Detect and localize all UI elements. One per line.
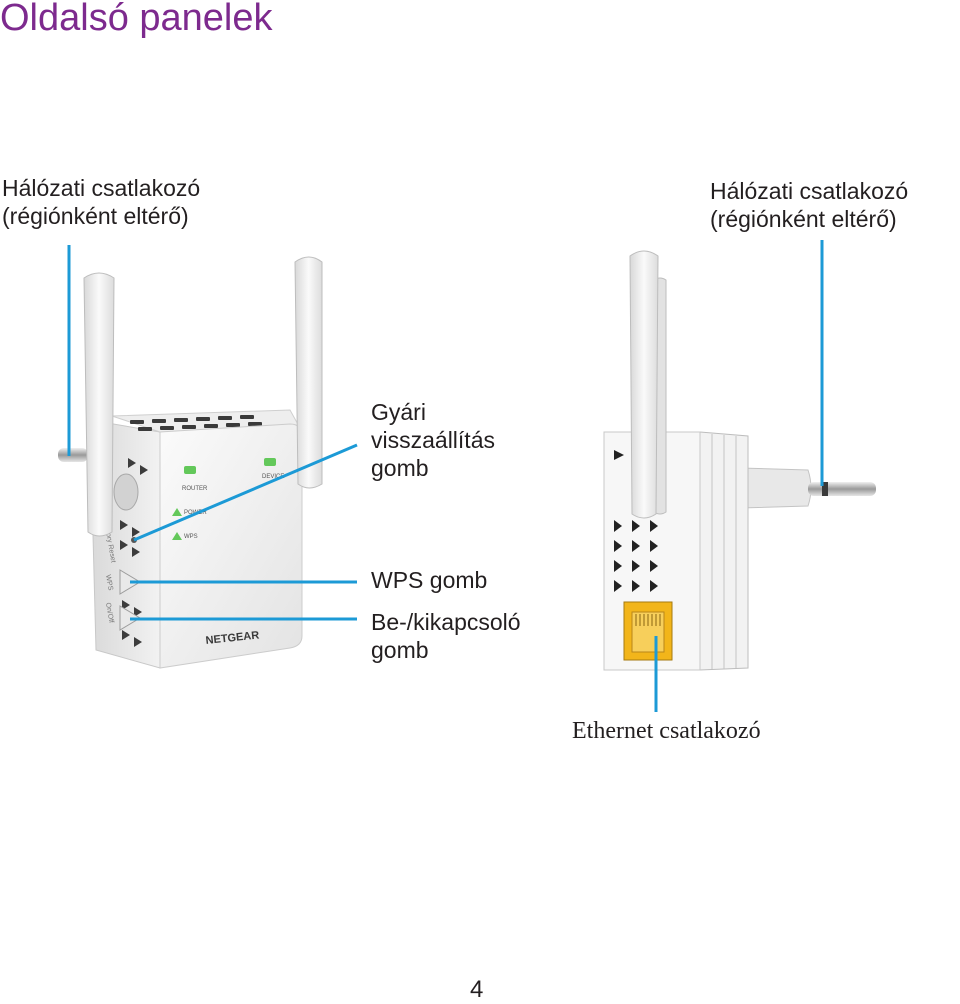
plug-pin-left (58, 448, 88, 462)
led-router-text: ROUTER (182, 486, 208, 492)
led-wps-text: WPS (184, 534, 198, 540)
antenna-right (295, 257, 322, 488)
plug-pin-right (808, 482, 876, 496)
led-device (264, 458, 276, 466)
antenna-left (84, 273, 114, 536)
extender-front-view: Factory Reset WPS On/Off ROUTER DEVICE P… (58, 257, 322, 668)
antenna-hinge (114, 474, 138, 510)
ethernet-port-pins (636, 614, 660, 626)
extender-side-view (604, 251, 876, 670)
page-number: 4 (470, 976, 483, 1004)
antenna-front (630, 251, 658, 518)
plug-body-right (740, 468, 811, 508)
led-router (184, 466, 196, 474)
